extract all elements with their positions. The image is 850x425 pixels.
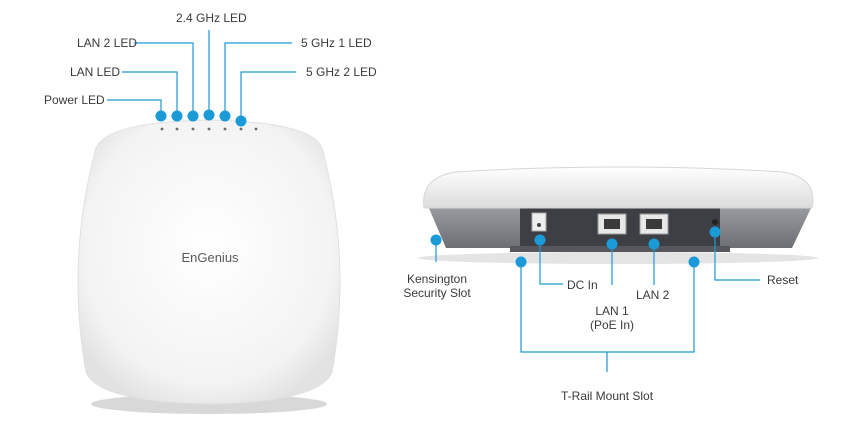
dc-in-switch	[531, 212, 547, 232]
label-2.4ghz-led: 2.4 GHz LED	[176, 11, 247, 25]
device-led-indicators	[160, 127, 258, 131]
callout-dot-power	[155, 110, 167, 122]
label-5ghz2-led: 5 GHz 2 LED	[306, 65, 377, 79]
led-indicator	[175, 127, 179, 131]
callout-dot-5ghz2	[235, 115, 247, 127]
callout-line-lan2	[134, 42, 194, 116]
label-lan1-line1: LAN 1	[595, 304, 629, 318]
label-lan1: LAN 1 (PoE In)	[582, 304, 642, 332]
label-5ghz1-led: 5 GHz 1 LED	[301, 36, 372, 50]
callout-line-5ghz1	[224, 42, 292, 116]
label-power-led: Power LED	[44, 93, 105, 107]
label-lan1-line2: (PoE In)	[589, 318, 634, 332]
label-kensington: Kensington Security Slot	[400, 272, 474, 300]
back-callout-dots	[430, 226, 721, 268]
front-callout-dots	[155, 109, 247, 127]
led-indicator	[191, 127, 195, 131]
led-indicator	[223, 127, 227, 131]
callout-line-reset	[714, 234, 760, 281]
lan1-port-socket	[604, 219, 620, 229]
callout-dot-5ghz1	[219, 110, 231, 122]
engenius-logo: EnGenius	[181, 250, 239, 265]
front-view: EnGenius	[77, 30, 341, 414]
label-reset: Reset	[767, 273, 799, 287]
callout-dot-lan	[171, 110, 183, 122]
label-lan2: LAN 2	[636, 288, 670, 302]
reset-hole	[712, 219, 718, 225]
label-lan2-led: LAN 2 LED	[77, 36, 138, 50]
front-device-body	[77, 119, 341, 405]
callout-dot-lan2	[187, 110, 199, 122]
led-indicator	[160, 127, 164, 131]
led-indicator	[207, 127, 211, 131]
label-dc-in: DC In	[567, 278, 598, 292]
callout-dot-dc-in	[534, 234, 546, 246]
back-view	[418, 166, 818, 372]
callout-dot-trail-left	[515, 256, 527, 268]
callout-dot-kensington	[430, 234, 442, 246]
label-trail-mount-slot: T-Rail Mount Slot	[561, 389, 654, 403]
led-indicator	[254, 127, 258, 131]
callout-line-lan	[122, 71, 178, 116]
label-lan-led: LAN LED	[70, 65, 121, 79]
dc-in-hole	[537, 223, 541, 227]
callout-line-5ghz2	[240, 71, 296, 121]
trail-rail	[510, 246, 730, 252]
callout-dot-reset	[709, 226, 721, 238]
callout-dot-trail-right	[688, 256, 700, 268]
label-kensington-line2: Security Slot	[403, 286, 471, 300]
callout-dot-2.4ghz	[203, 109, 215, 121]
callout-line-power	[107, 99, 162, 116]
callout-dot-lan1	[606, 238, 618, 250]
callout-dot-lan2	[648, 238, 660, 250]
back-device-shadow	[418, 252, 818, 264]
lan2-port-socket	[646, 219, 662, 229]
label-kensington-line1: Kensington	[406, 272, 468, 286]
led-indicator	[239, 127, 243, 131]
back-device-dome	[423, 166, 814, 209]
back-callout-lines	[435, 234, 760, 372]
callout-line-dc-in	[539, 240, 563, 285]
